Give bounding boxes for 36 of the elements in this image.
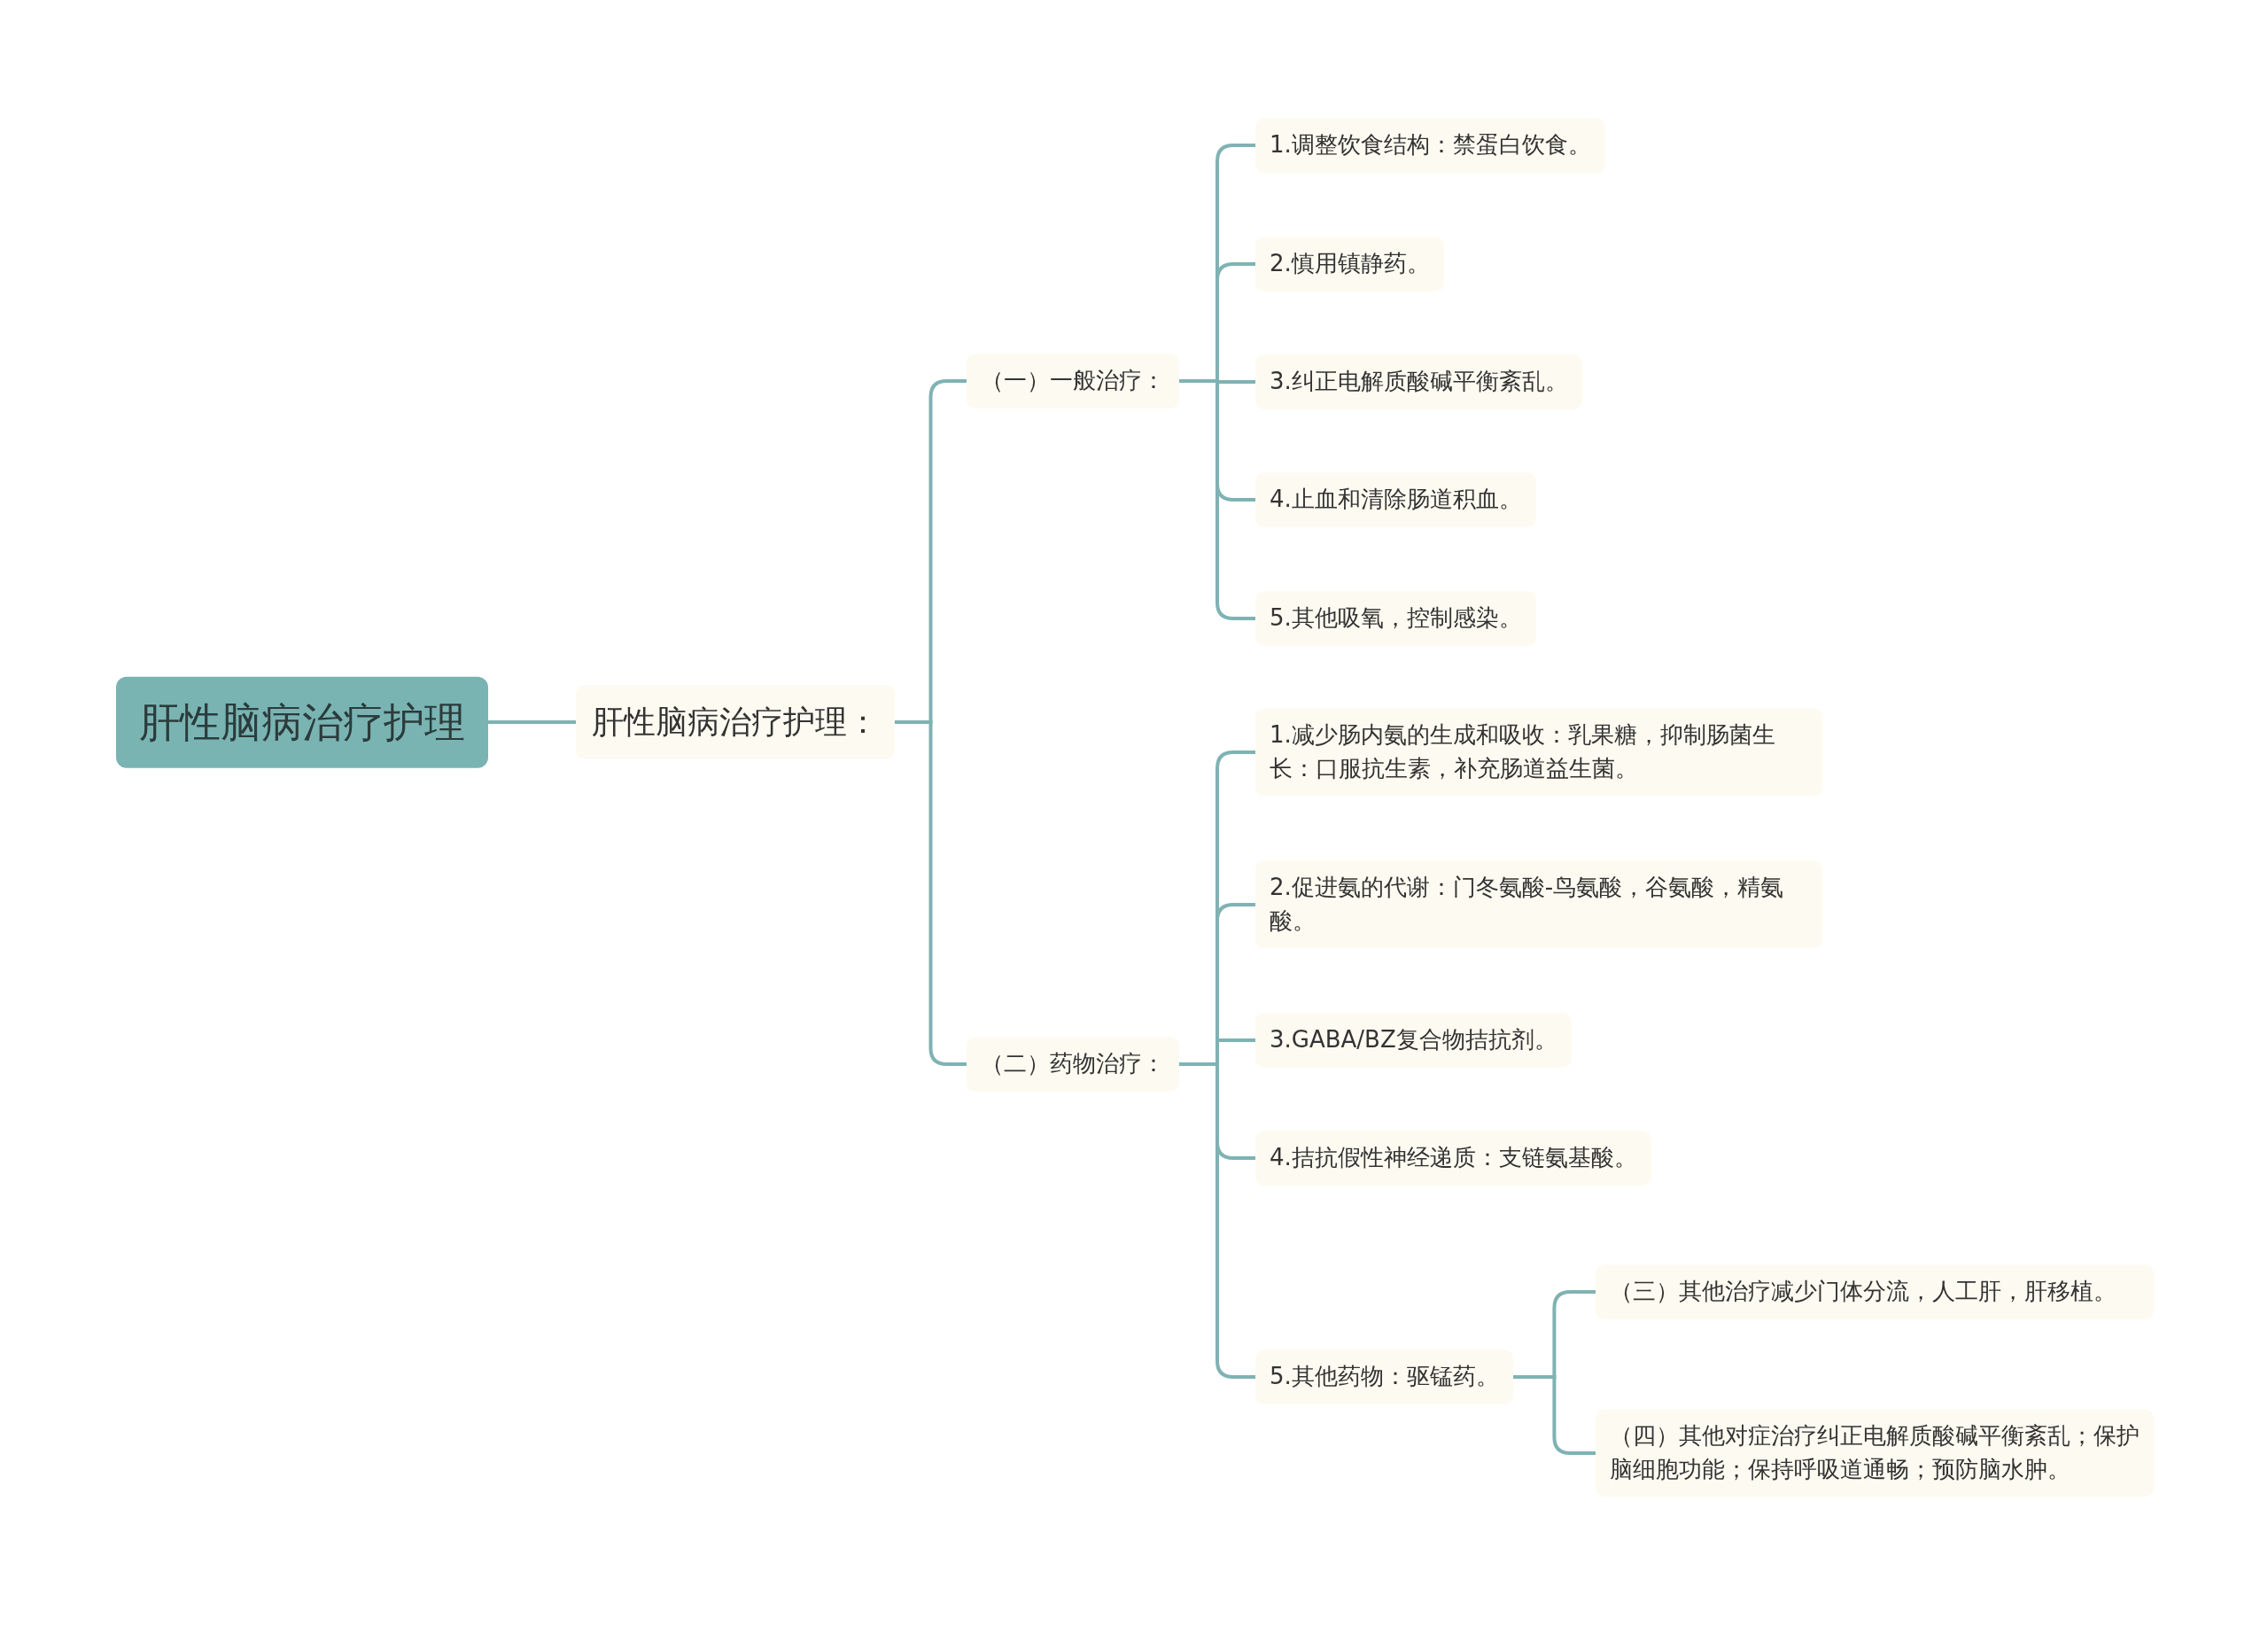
topic-text: 4.拮抗假性神经递质：支链氨基酸。	[1270, 1143, 1637, 1173]
topic-text: 1.减少肠内氨的生成和吸收：乳果糖，抑制肠菌生长：口服抗生素，补充肠道益生菌。	[1270, 720, 1776, 783]
topic-box	[1255, 591, 1536, 646]
topic-box	[1255, 1013, 1572, 1068]
topic-text: 1.调整饮食结构：禁蛋白饮食。	[1270, 130, 1591, 160]
topic-text: 肝性脑病治疗护理	[139, 696, 465, 748]
connector-line	[895, 720, 967, 1066]
topic-box	[967, 354, 1179, 408]
topic-box	[1255, 1349, 1513, 1404]
topic-text: （二）药物治疗：	[981, 1049, 1165, 1079]
topic-text: 3.纠正电解质酸碱平衡紊乱。	[1270, 367, 1568, 397]
topic-box	[1255, 472, 1536, 527]
topic-box	[1255, 708, 1822, 797]
topic-box	[1255, 118, 1605, 173]
topic-text: （四）其他对症治疗纠正电解质酸碱平衡紊乱；保护脑细胞功能；保持呼吸道通畅；预防脑水肿。	[1610, 1421, 2140, 1484]
topic-box	[967, 1037, 1179, 1092]
topic-text: 2.慎用镇静药。	[1270, 249, 1430, 279]
topic-box	[576, 684, 895, 760]
topic-text: 5.其他吸氧，控制感染。	[1270, 603, 1522, 634]
root-topic-box	[116, 676, 488, 768]
topic-text: （三）其他治疗减少门体分流，人工肝，肝移植。	[1610, 1277, 2117, 1307]
connector-line	[488, 720, 576, 724]
connector-line	[1179, 1062, 1255, 1379]
topic-box	[1255, 1131, 1651, 1186]
topic-box	[1596, 1264, 2154, 1319]
topic-box	[1255, 237, 1444, 292]
topic-text: （一）一般治疗：	[981, 366, 1165, 396]
topic-text: 5.其他药物：驱锰药。	[1270, 1362, 1499, 1392]
topic-text: 2.促进氨的代谢：门冬氨酸-鸟氨酸，谷氨酸，精氨酸。	[1270, 873, 1785, 936]
topic-box	[1596, 1409, 2154, 1497]
connector-line	[1512, 1375, 1596, 1455]
topic-text: 4.止血和清除肠道积血。	[1270, 485, 1522, 515]
topic-box	[1255, 860, 1822, 949]
topic-text: 3.GABA/BZ复合物拮抗剂。	[1270, 1025, 1557, 1055]
topic-box	[1255, 354, 1582, 409]
topic-text: 肝性脑病治疗护理：	[592, 702, 879, 742]
